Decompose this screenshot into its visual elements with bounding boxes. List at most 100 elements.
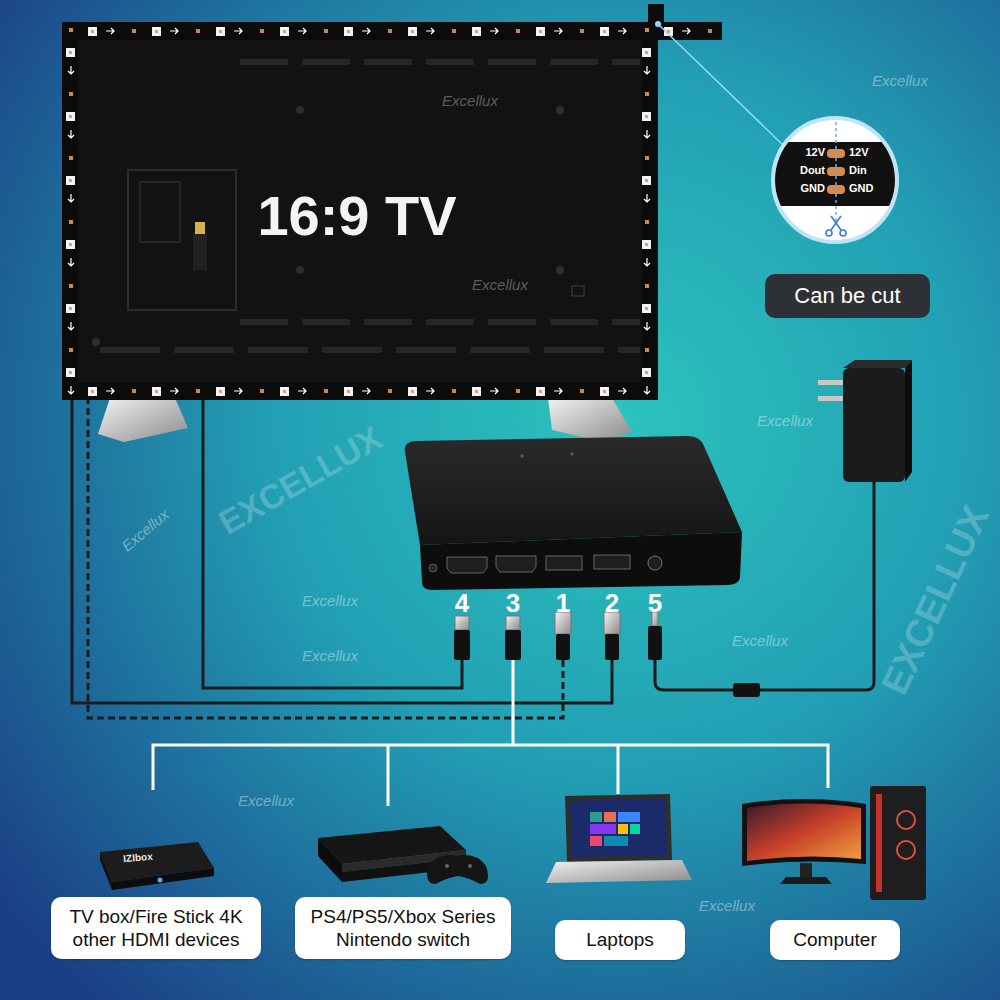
tv-back	[240, 319, 640, 325]
tv-back	[62, 22, 658, 400]
tv-box-device	[100, 852, 112, 890]
led-strip	[62, 22, 78, 400]
power-adapter	[843, 368, 905, 482]
watermark: EXCELLUX	[213, 420, 387, 540]
game-console-device	[445, 864, 449, 868]
tv-stand	[98, 398, 188, 442]
plug	[455, 616, 469, 630]
callout-number: 5	[648, 590, 662, 616]
plug	[605, 634, 619, 660]
sync-box	[594, 555, 630, 569]
tv-back	[195, 222, 205, 234]
laptop-device	[546, 794, 692, 883]
callout-illustration	[835, 122, 837, 222]
sync-box	[570, 452, 574, 456]
plug	[648, 626, 662, 660]
tv-back	[556, 106, 564, 114]
node-label: TV box/Fire Stick 4K other HDMI devices	[59, 905, 253, 951]
node-label: Laptops	[586, 928, 654, 951]
device-brand: IZIbox	[123, 852, 153, 865]
laptop-device	[590, 812, 602, 822]
pin-name: GND	[849, 182, 887, 195]
tv-box-device	[112, 868, 214, 890]
watermark: Excellux	[302, 648, 358, 663]
note-pill: Can be cut	[765, 274, 930, 318]
computer-device	[897, 841, 915, 859]
scissors-icon	[831, 216, 841, 230]
computer-device	[780, 877, 832, 884]
tv-back	[140, 182, 180, 242]
sync-box	[405, 436, 742, 590]
watermark: EXCELLUX	[875, 500, 995, 700]
callout-number: 3	[506, 590, 520, 616]
tv-box-device	[158, 878, 163, 883]
power-adapter	[733, 683, 760, 697]
device-label: TV box/Fire Stick 4K other HDMI devices	[51, 897, 261, 959]
leader-line	[655, 21, 661, 27]
tv-back	[556, 266, 564, 274]
tv-title: 16:9 TV	[202, 184, 512, 248]
laptop-device	[565, 794, 672, 862]
led-strip	[62, 382, 658, 400]
hdmi-input-tree	[153, 745, 828, 790]
sync-box	[546, 556, 582, 570]
sync-box	[420, 532, 742, 590]
tv-box-device	[100, 842, 214, 890]
callout-number: 1	[556, 590, 570, 616]
callout-illustration	[770, 118, 900, 242]
scissors-icon	[826, 230, 832, 236]
plug	[454, 612, 662, 660]
led-strip	[642, 22, 658, 400]
computer-device	[897, 811, 915, 829]
cable-wire	[72, 400, 612, 703]
plug	[454, 630, 470, 660]
tv-back	[296, 106, 304, 114]
sync-box	[429, 564, 437, 572]
plug	[556, 634, 570, 660]
callout-number: 2	[605, 590, 619, 616]
watermark: Excellux	[699, 898, 755, 913]
tv-back	[62, 22, 658, 400]
tv-back	[193, 232, 207, 270]
game-console-device	[427, 855, 488, 884]
plug	[506, 616, 520, 630]
plug	[505, 630, 521, 660]
pin-name: Din	[849, 164, 887, 177]
cable-wire	[72, 400, 612, 718]
scissors-icon	[826, 216, 846, 236]
hdmi-input-tree	[153, 660, 828, 806]
led-strip	[648, 4, 664, 24]
tv-panel: 16:9 TV	[62, 22, 658, 400]
watermark: Excellux	[302, 593, 358, 608]
callout-number: 4	[455, 590, 469, 616]
node-label: PS4/PS5/Xbox Series Nintendo switch	[303, 905, 503, 951]
tv-stand	[548, 398, 632, 442]
laptop-device	[618, 824, 628, 834]
computer-device	[800, 863, 812, 877]
laptop-device	[604, 812, 616, 822]
watermark: Excellux	[119, 506, 171, 553]
computer-device	[747, 804, 861, 862]
sync-box	[447, 557, 487, 573]
sync-box	[520, 454, 524, 458]
power-adapter	[843, 360, 912, 368]
game-console-device	[468, 864, 472, 868]
watermark: Excellux	[238, 793, 294, 808]
tv-back	[240, 59, 640, 65]
game-console-device	[318, 826, 488, 884]
hdmi-input-tree	[617, 745, 620, 794]
led-strip	[62, 4, 722, 400]
pin-name: 12V	[787, 146, 825, 159]
laptop-device	[618, 812, 640, 822]
node-label: Computer	[793, 928, 876, 951]
device-label: Computer	[770, 920, 900, 960]
power-adapter	[818, 396, 846, 401]
power-adapter	[818, 380, 846, 385]
computer-device	[742, 786, 926, 900]
laptop-device	[570, 799, 667, 857]
laptop-device	[630, 824, 640, 834]
game-console-device	[318, 838, 342, 882]
watermark: Excellux	[732, 633, 788, 648]
